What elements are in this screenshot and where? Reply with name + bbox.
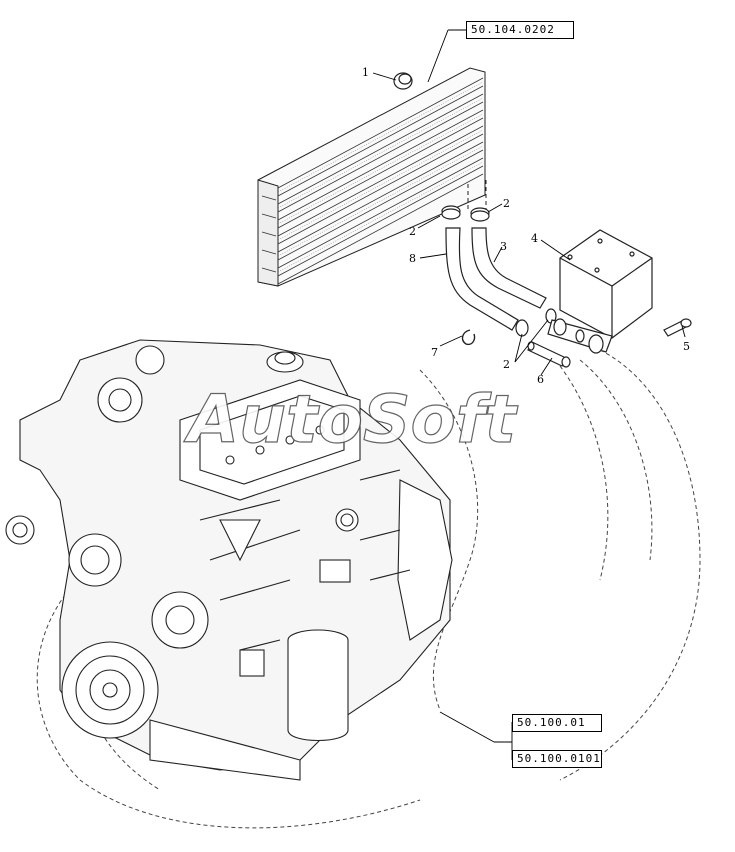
engine-reference-box-1: 50.100.01 xyxy=(512,714,602,732)
callout-4: 4 xyxy=(531,232,538,245)
callout-2c: 2 xyxy=(503,358,510,371)
routing-lines xyxy=(36,349,701,829)
oil-cooler-4 xyxy=(547,229,653,354)
callout-1: 1 xyxy=(362,66,369,79)
callout-8: 8 xyxy=(409,252,416,265)
leader-lines xyxy=(372,29,686,760)
pin-6 xyxy=(527,341,571,368)
engine-assembly xyxy=(5,339,453,781)
hose-8 xyxy=(445,227,519,331)
bolt-5 xyxy=(663,318,692,337)
clamp-2b xyxy=(470,207,490,222)
callout-7: 7 xyxy=(431,346,438,359)
clamp-2a xyxy=(441,205,461,220)
callout-2b: 2 xyxy=(503,197,510,210)
radiator-reference-box: 50.104.0202 xyxy=(466,21,574,39)
radiator-core xyxy=(257,67,487,287)
oring-2c xyxy=(515,308,557,337)
engine-reference-box-2: 50.100.0101 xyxy=(512,750,602,768)
callout-3: 3 xyxy=(500,240,507,253)
radiator-reference-label: 50.104.0202 xyxy=(471,23,555,36)
engine-reference-label-2: 50.100.0101 xyxy=(517,752,601,765)
callout-5: 5 xyxy=(683,340,690,353)
callout-labels: 1 2 2 3 4 5 2 6 7 8 xyxy=(362,66,690,386)
cap-1 xyxy=(393,72,413,90)
callout-2a: 2 xyxy=(409,225,416,238)
hose-3 xyxy=(471,227,547,309)
engine-reference-label-1: 50.100.01 xyxy=(517,716,586,729)
callout-6: 6 xyxy=(537,373,544,386)
clip-7 xyxy=(461,329,476,346)
watermark: AutoSoft xyxy=(183,381,519,458)
